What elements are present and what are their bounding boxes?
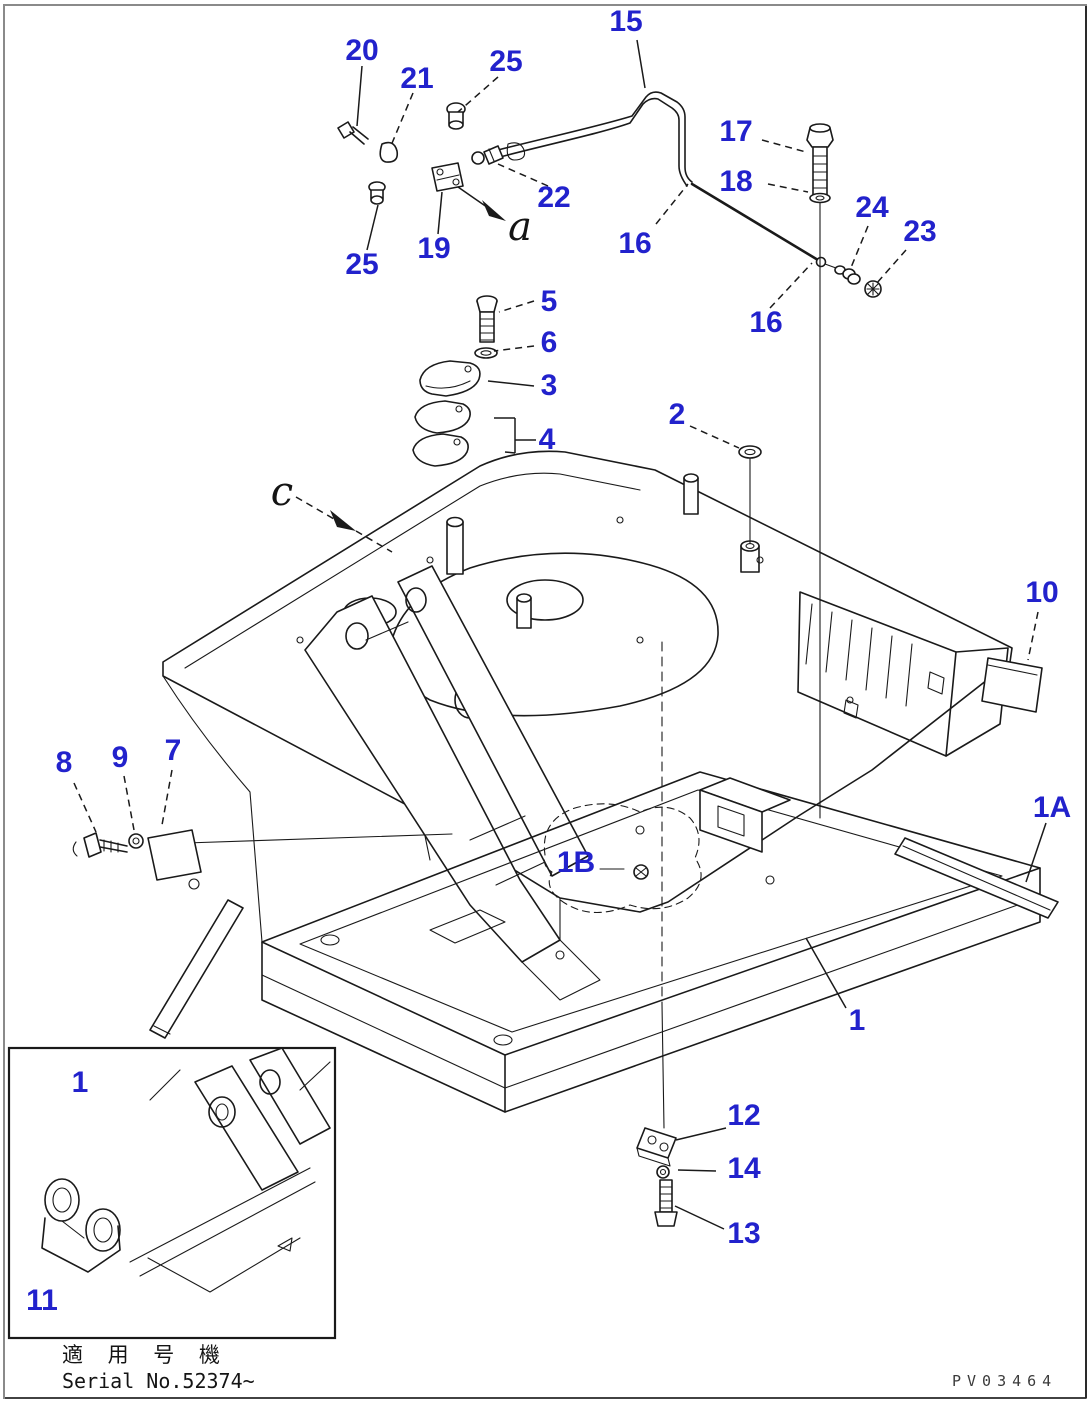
part-label-4: 4 — [539, 423, 556, 456]
plate-part10 — [981, 657, 1043, 713]
grease-pipe-part15-16 — [497, 91, 846, 275]
view-arrow-a — [457, 186, 506, 221]
nut24-fitting23 — [842, 268, 882, 298]
upper-frame-drawing — [162, 450, 1013, 943]
part-label-23: 23 — [903, 215, 936, 248]
bolt-part5-washer6 — [474, 295, 498, 359]
part-label-1b: 1B — [557, 846, 595, 879]
center-axis-solid — [661, 1003, 665, 1129]
view-arrow-c — [295, 496, 393, 553]
part-label-22: 22 — [537, 181, 570, 214]
part-label-6: 6 — [541, 326, 558, 359]
view-letter-a: a — [508, 204, 532, 250]
view-letter-c: c — [271, 469, 293, 515]
detail-blob-1b — [543, 803, 702, 913]
part-label-1: 1 — [849, 1004, 866, 1037]
part-label-16b: 16 — [749, 306, 782, 339]
part-label-10: 10 — [1025, 576, 1058, 609]
part-label-21: 21 — [400, 62, 433, 95]
grease-fitting-part22 — [471, 142, 526, 165]
part-label-7: 7 — [165, 734, 182, 767]
inset-part-label-11: 11 — [26, 1284, 58, 1317]
part-label-25b: 25 — [345, 248, 378, 281]
applicable-machines-kanji: 適 用 号 機 — [62, 1343, 226, 1367]
part-label-5: 5 — [541, 285, 558, 318]
serial-number-text: Serial No.52374~ — [62, 1369, 255, 1393]
part-label-12: 12 — [727, 1099, 760, 1132]
part-label-9: 9 — [112, 741, 129, 774]
part-label-8: 8 — [56, 746, 73, 779]
part-label-19: 19 — [417, 232, 450, 265]
part-label-1a: 1A — [1033, 791, 1071, 824]
part-labels-group: 20 21 25 15 17 18 22 19 25 24 23 16 16 5… — [26, 5, 1071, 1317]
part-label-13: 13 — [727, 1217, 760, 1250]
part-label-24: 24 — [855, 191, 889, 224]
boom-bracket-drawing — [304, 565, 601, 1001]
inset-drawing — [41, 1047, 331, 1293]
part-label-14: 14 — [727, 1152, 761, 1185]
bolt8-washer9-plate7 — [72, 829, 202, 890]
inset-part-label-1: 1 — [72, 1066, 89, 1099]
bracket12-washer14-bolt13 — [636, 1127, 678, 1227]
clamp-parts-19-25 — [337, 102, 466, 205]
washer-part2 — [738, 445, 762, 544]
inset-detail-box — [7, 1046, 337, 1340]
part-label-25a: 25 — [489, 45, 522, 78]
part-label-3: 3 — [541, 369, 558, 402]
part-label-16a: 16 — [618, 227, 651, 260]
part-label-18: 18 — [719, 165, 752, 198]
bolt-part17-washer18 — [806, 123, 834, 819]
lower-frame-drawing — [149, 771, 1059, 1113]
part-label-20: 20 — [345, 34, 378, 67]
drawing-number-watermark: PV03464 — [952, 1372, 1057, 1390]
cover-plates-3-4 — [412, 360, 481, 467]
part-label-2: 2 — [669, 398, 686, 431]
part-label-15: 15 — [609, 5, 642, 38]
part-label-17: 17 — [719, 115, 752, 148]
